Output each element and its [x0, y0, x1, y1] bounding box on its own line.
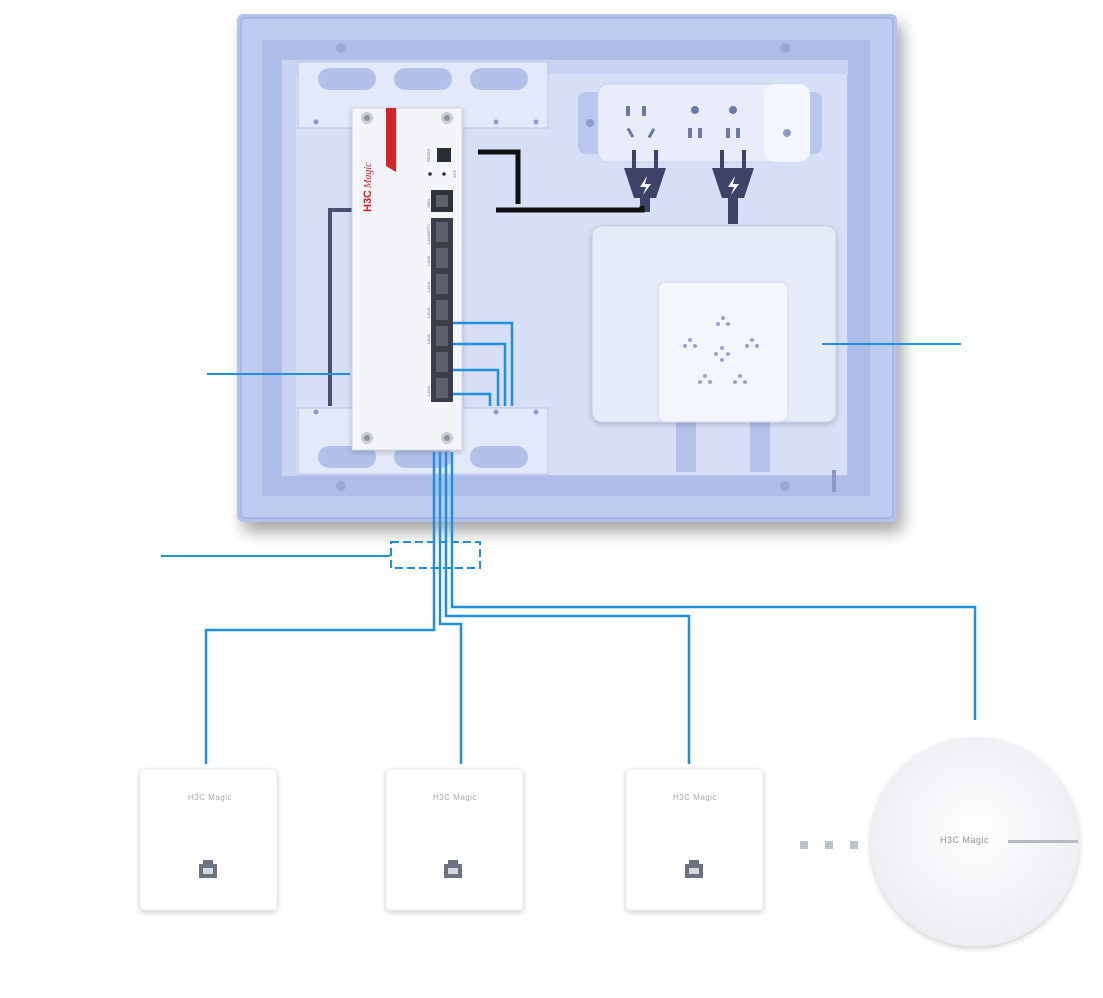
vent-holes [683, 316, 759, 384]
ethernet-port-icon [444, 860, 462, 878]
power-plug-1 [624, 150, 666, 212]
conduit-highlight [390, 541, 481, 569]
callout-lines [161, 343, 961, 557]
ceiling-ap [870, 737, 1080, 947]
cable-ap-3 [444, 452, 691, 764]
router-brand-logo: H3CMagic [358, 162, 376, 212]
outlet-1 [626, 106, 656, 139]
indicator-label-reset: RESET [426, 148, 431, 162]
panel-ap-2 [385, 768, 524, 911]
port-label-lan4: LAN4 [426, 281, 431, 292]
reset-button [437, 148, 451, 162]
ap-brand-3: H3C Magic [672, 793, 718, 802]
port-label-lan2: LAN2 [426, 333, 431, 344]
ap-brand-2: H3C Magic [432, 793, 478, 802]
router-brand-suffix: Magic [363, 162, 374, 188]
ap-brand-4: H3C Magic [940, 835, 990, 845]
power-strip [578, 83, 822, 163]
optical-modem-box [591, 225, 837, 472]
router-brand-prefix: H3C [362, 189, 374, 212]
indicator-label-sys: SYS [452, 169, 457, 178]
cable-ap-4 [450, 452, 977, 720]
lightning-icon [640, 176, 651, 195]
lan-cables-internal [453, 321, 514, 406]
brand-stripe [386, 108, 396, 172]
more-indicator [800, 841, 858, 849]
port-label-wan: WAN [426, 198, 431, 208]
ethernet-port-icon [199, 860, 217, 878]
port-label-lan1: LAN1 [426, 385, 431, 396]
port-label-lan3: LAN3 [426, 307, 431, 318]
lightning-icon [728, 176, 739, 195]
ap-brand-1: H3C Magic [187, 793, 233, 802]
router-side-cable [328, 208, 352, 406]
panel-ap-3 [625, 768, 764, 911]
sys-led [428, 172, 432, 176]
port-label-lan6: LAN6/IPTV [426, 223, 431, 244]
cable-ap-2 [438, 452, 463, 764]
outlet-2 [688, 106, 702, 138]
panel-ap-1 [139, 768, 278, 911]
power-cables [478, 149, 645, 213]
outlet-3 [726, 106, 740, 138]
port-label-lan5: LAN5 [426, 255, 431, 266]
ethernet-port-icon [685, 860, 703, 878]
power-plug-2 [712, 150, 754, 224]
router [351, 107, 463, 451]
